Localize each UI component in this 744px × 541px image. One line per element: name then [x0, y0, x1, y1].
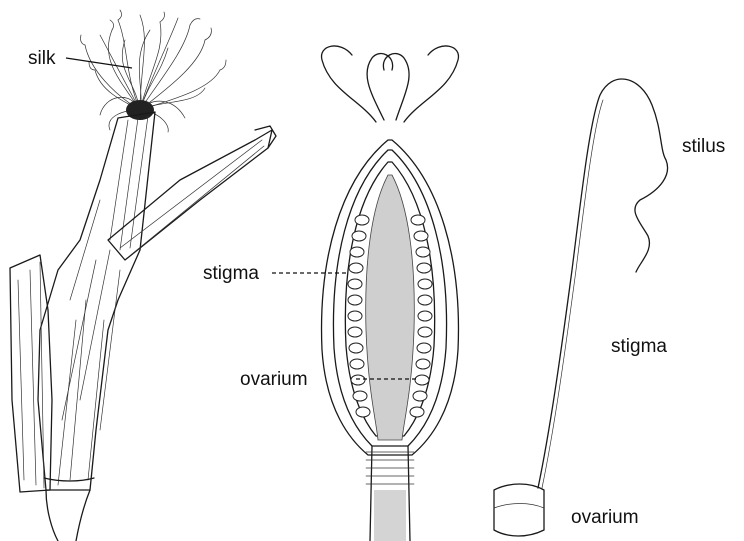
pistil-stilus-line: [538, 79, 668, 488]
leaf-tip: [255, 126, 276, 148]
label-stilus: stilus: [682, 137, 725, 156]
silk-curl-right-outer: [404, 46, 458, 122]
pistil-ovary: [494, 484, 544, 536]
stalk-node: [44, 478, 94, 481]
stem-stipple: [374, 490, 406, 541]
silk-curl-left-inner: [367, 54, 393, 120]
silk-base: [126, 100, 154, 120]
label-stigma-right: stigma: [611, 337, 667, 356]
husk-outer: [38, 112, 155, 490]
pistil-illustration: [494, 79, 668, 536]
pistil-ovary-fold: [494, 504, 544, 509]
stem-nodes: [366, 452, 414, 484]
label-ovarium-left: ovarium: [240, 370, 308, 389]
pistil-stilus-inner: [542, 100, 603, 488]
silk-tuft: [81, 10, 227, 132]
cob-core: [366, 175, 415, 440]
label-silk: silk: [28, 49, 55, 68]
husk-left-leaf: [10, 255, 52, 492]
silk-curl-right-inner: [383, 54, 409, 120]
ear-section-illustration: [322, 46, 459, 541]
label-stigma-left: stigma: [203, 264, 259, 283]
stalk: [46, 490, 90, 541]
husk-left-veins: [18, 262, 44, 488]
label-ovarium-right: ovarium: [571, 508, 639, 527]
